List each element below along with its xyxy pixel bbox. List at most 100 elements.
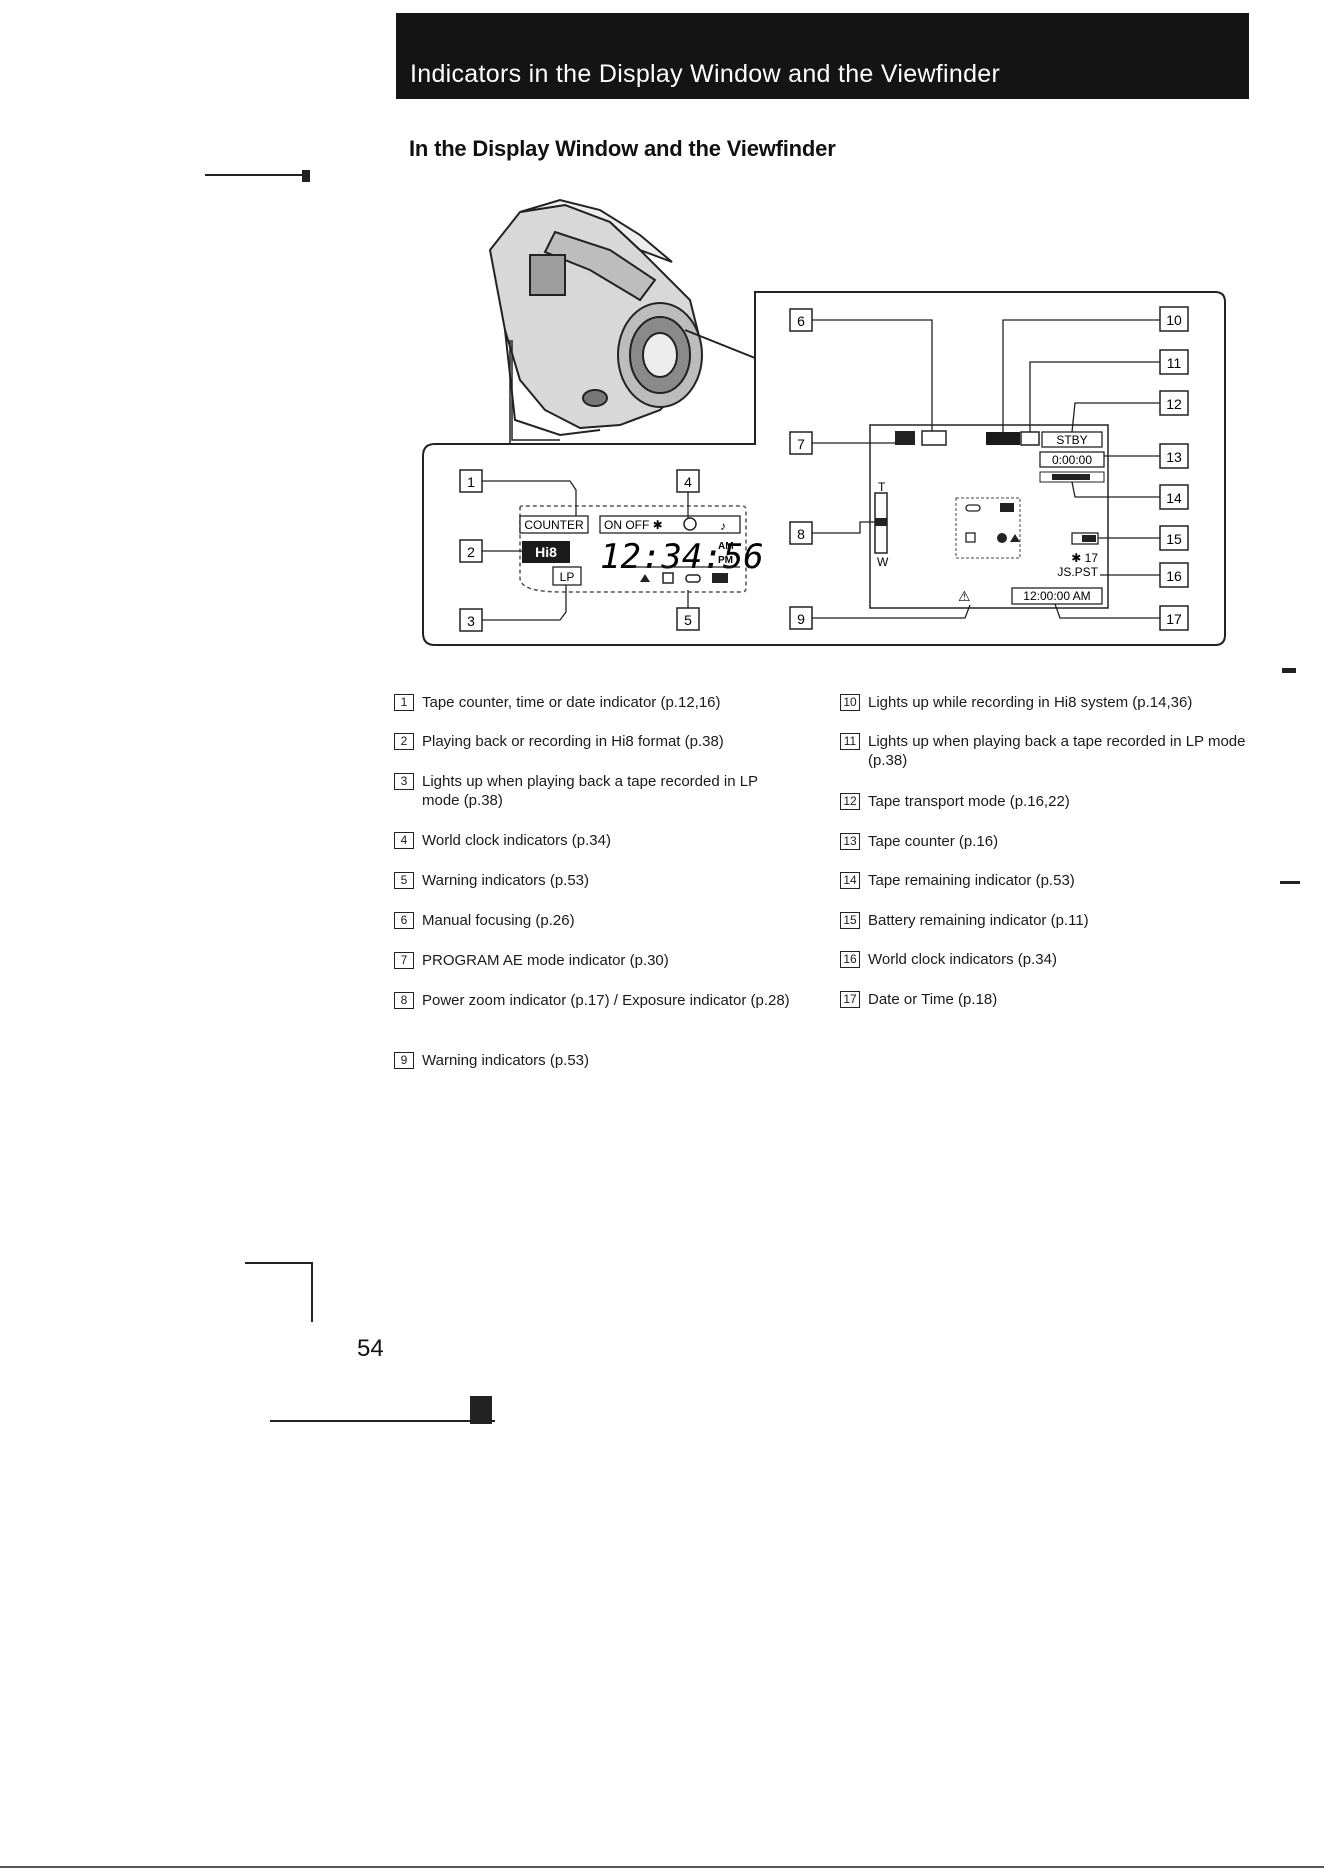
legend-text: Warning indicators (p.53) (422, 872, 590, 889)
legend-item: 13 Tape counter (p.16) (840, 832, 998, 851)
camcorder-illustration (488, 198, 756, 441)
legend-item: 14 Tape remaining indicator (p.53) (840, 871, 1075, 890)
display-window-panel: COUNTER ON OFF ✱ ♪ Hi8 12:34:56 AM PM LP (519, 505, 764, 593)
callout-14: 14 (1159, 484, 1189, 510)
legend-text: Manual focusing (p.26) (422, 912, 575, 929)
callout-9: 9 (789, 606, 813, 630)
svg-text:3: 3 (467, 613, 475, 629)
callout-8: 8 (789, 521, 813, 545)
page-header-title: Indicators in the Display Window and the… (410, 60, 1001, 88)
lp-label: LP (560, 570, 575, 584)
bottom-edge-line (0, 1866, 1324, 1868)
legend-text: Warning indicators (p.53) (422, 1052, 590, 1069)
legend-number: 15 (840, 912, 860, 929)
page-number: 54 (357, 1335, 384, 1362)
music-icon: ♪ (720, 519, 726, 533)
legend-item: 12 Tape transport mode (p.16,22) (840, 792, 1070, 811)
legend-text: Date or Time (p.18) (868, 991, 998, 1008)
vf-warning-icon: ⚠ (958, 588, 971, 604)
svg-text:11: 11 (1167, 355, 1182, 371)
lp-icon (1020, 431, 1040, 446)
margin-mark (270, 1420, 495, 1422)
legend-number: 4 (394, 832, 414, 849)
manual-focus-icon (921, 430, 947, 446)
svg-text:14: 14 (1166, 490, 1182, 506)
margin-mark (1280, 881, 1300, 884)
svg-text:7: 7 (797, 436, 805, 452)
svg-text:5: 5 (684, 612, 692, 628)
legend-text: Tape transport mode (p.16,22) (868, 793, 1070, 810)
vf-clock-time: 12:00:00 AM (1023, 589, 1090, 603)
indicator-diagram: COUNTER ON OFF ✱ ♪ Hi8 12:34:56 AM PM LP (0, 0, 1324, 700)
svg-text:15: 15 (1166, 531, 1182, 547)
vf-city: JS.PST (1057, 565, 1098, 579)
leader-lines (482, 319, 1160, 621)
callout-2: 2 (459, 539, 483, 563)
pm-label: PM (718, 555, 733, 566)
callout-13: 13 (1159, 443, 1189, 469)
callout-6: 6 (789, 308, 813, 332)
legend-item: 2 Playing back or recording in Hi8 forma… (394, 732, 724, 751)
legend-number: 9 (394, 1052, 414, 1069)
callout-10: 10 (1159, 306, 1189, 332)
legend-number: 13 (840, 833, 860, 850)
legend-number: 14 (840, 872, 860, 889)
callout-17: 17 (1159, 605, 1189, 631)
tape-remaining-bar (1052, 474, 1090, 480)
legend-number: 5 (394, 872, 414, 889)
viewfinder-panel: STBY 0:00:00 T W ✱ 17 JS.PST ⚠ 12:00:00 … (869, 424, 1109, 609)
vf-counter-text: 0:00:00 (1052, 453, 1092, 467)
diagram-svg: COUNTER ON OFF ✱ ♪ Hi8 12:34:56 AM PM LP (422, 198, 1226, 646)
callout-15: 15 (1159, 525, 1189, 551)
margin-mark (205, 174, 310, 176)
legend-item: 6 Manual focusing (p.26) (394, 911, 575, 930)
vf-world-clock: ✱ 17 (1071, 551, 1098, 565)
callout-11: 11 (1159, 349, 1189, 375)
legend-text: Battery remaining indicator (p.11) (868, 912, 1089, 929)
diagram-frame (422, 291, 1226, 646)
callout-3: 3 (459, 608, 483, 632)
legend-item: 15 Battery remaining indicator (p.11) (840, 911, 1089, 930)
legend-item: 10 Lights up while recording in Hi8 syst… (840, 693, 1192, 712)
legend-number: 11 (840, 733, 860, 750)
legend-item: 7 PROGRAM AE mode indicator (p.30) (394, 951, 669, 970)
svg-text:16: 16 (1166, 568, 1182, 584)
legend-text: PROGRAM AE mode indicator (p.30) (422, 952, 669, 969)
am-label: AM (718, 541, 734, 552)
legend-item: 9 Warning indicators (p.53) (394, 1051, 589, 1070)
legend-item: 1 Tape counter, time or date indicator (… (394, 693, 721, 712)
program-ae-icon (895, 431, 915, 445)
legend-number: 17 (840, 991, 860, 1008)
legend-text: Power zoom indicator (p.17) / Exposure i… (422, 992, 790, 1009)
legend-text: Playing back or recording in Hi8 format … (422, 733, 724, 750)
legend-item: 5 Warning indicators (p.53) (394, 871, 589, 890)
callout-12: 12 (1159, 390, 1189, 416)
margin-mark (470, 1396, 492, 1424)
zoom-t: T (878, 480, 886, 494)
svg-text:12: 12 (1166, 396, 1182, 412)
stby-text: STBY (1056, 433, 1087, 447)
legend-number: 3 (394, 773, 414, 790)
legend-item: 11 Lights up when playing back a tape re… (840, 732, 1250, 770)
legend-item: 16 World clock indicators (p.34) (840, 950, 1057, 969)
legend-number: 16 (840, 951, 860, 968)
legend-text: Tape remaining indicator (p.53) (868, 872, 1075, 889)
legend-text: Lights up when playing back a tape recor… (868, 733, 1246, 769)
svg-text:8: 8 (797, 526, 805, 542)
legend-number: 10 (840, 694, 860, 711)
zoom-w: W (877, 555, 889, 569)
legend-number: 7 (394, 952, 414, 969)
time-digits: 12:34:56 (600, 537, 764, 577)
callout-1: 1 (459, 469, 483, 493)
legend-number: 12 (840, 793, 860, 810)
svg-text:1: 1 (467, 474, 475, 490)
svg-text:4: 4 (684, 474, 692, 490)
counter-label: COUNTER (524, 518, 584, 532)
legend-text: World clock indicators (p.34) (868, 951, 1057, 968)
svg-text:9: 9 (797, 611, 805, 627)
header-bar: Indicators in the Display Window and the… (396, 13, 1249, 99)
legend-number: 2 (394, 733, 414, 750)
hi8-system-icon (986, 432, 1020, 445)
legend-item: 3 Lights up when playing back a tape rec… (394, 772, 794, 810)
world-clock-label: ON OFF ✱ (604, 518, 663, 532)
